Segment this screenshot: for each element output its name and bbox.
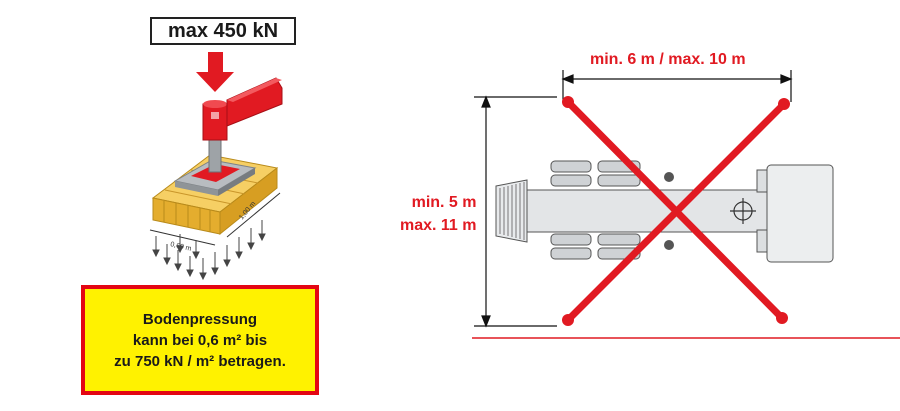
crosshair-icon [730,198,756,224]
outrigger-height-max: max. 11 m [400,217,477,234]
max-load-label: max 450 kN [150,17,296,45]
outrigger-feet [562,96,790,326]
wheels [550,160,641,260]
outrigger-pivots [664,172,674,250]
ground-pressure-arrows [152,220,266,281]
outrigger-arms [564,98,788,324]
note-line-2: kann bei 0,6 m² bis [132,331,268,349]
note-line-1: Bodenpressung [142,310,258,328]
steel-plate [173,159,257,196]
height-dimension-line [474,95,557,328]
outrigger-leg [202,77,283,173]
load-arrow-icon [196,52,234,92]
plank-width-dimension: 0,60 m [149,229,216,253]
width-dimension-line [561,70,793,102]
note-line-3: zu 750 kN / m² betragen. [114,352,286,370]
truck-top-view [495,160,834,263]
ground-pressure-note: Bodenpressung kann bei 0,6 m² bis zu 750… [81,285,319,395]
outrigger-height-min: min. 5 m [411,194,477,211]
outrigger-width-label: min. 6 m / max. 10 m [590,51,746,68]
outrigger-height-label: min. 5 m max. 11 m [400,191,477,237]
